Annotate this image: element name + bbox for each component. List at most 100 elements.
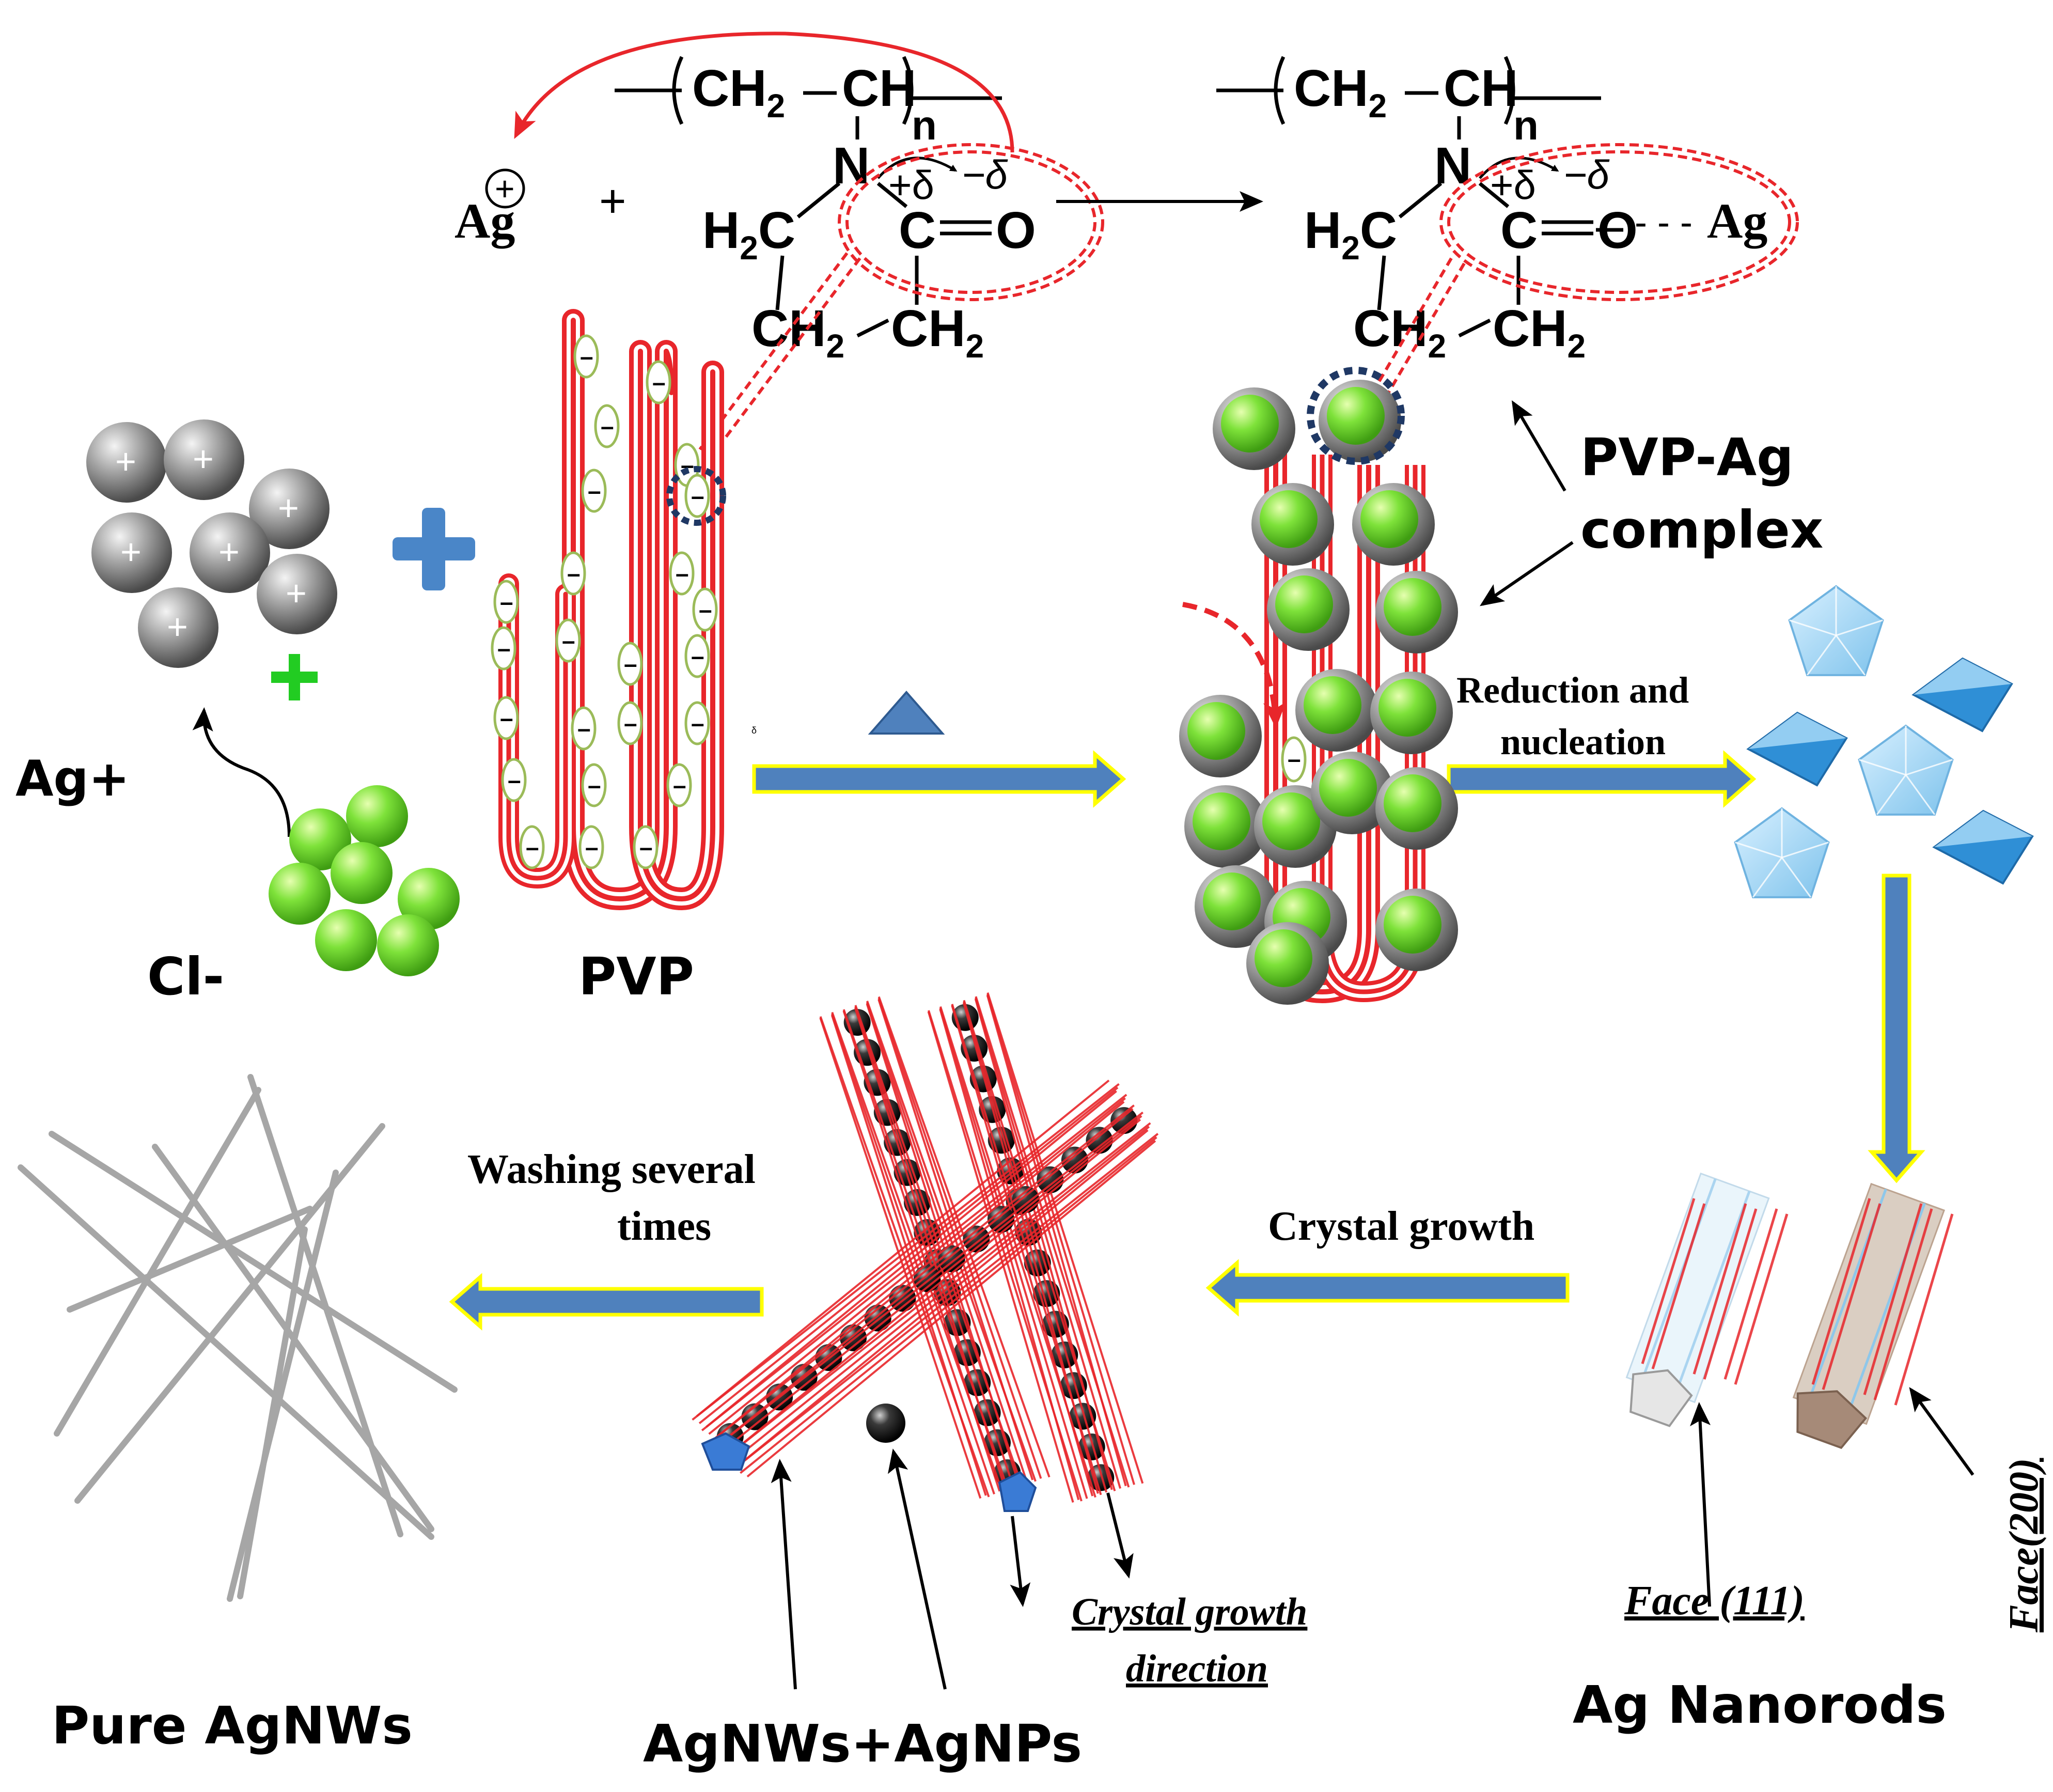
chloride-ion-cluster xyxy=(269,785,460,976)
negative-site: – xyxy=(493,696,519,740)
svg-text:–: – xyxy=(526,834,539,861)
silver-ion: + xyxy=(257,554,337,634)
svg-text:+: + xyxy=(278,488,299,528)
svg-text:H2C: H2C xyxy=(1304,201,1397,267)
ag-cl-complex-particle xyxy=(1267,568,1350,651)
negative-site: – xyxy=(581,469,607,513)
heat-triangle-icon xyxy=(868,690,945,735)
ag-cl-complex-particle xyxy=(1311,752,1393,834)
partial-positive-charge: +δ xyxy=(888,162,934,208)
svg-text:–: – xyxy=(652,369,666,396)
ag-cl-complex-particle xyxy=(1179,695,1262,777)
bound-silver: Ag xyxy=(1707,193,1767,248)
dashed-connector-left xyxy=(698,252,849,450)
decahedral-seeds xyxy=(1734,585,2034,898)
svg-text:+δ: +δ xyxy=(1490,162,1536,208)
svg-text:+: + xyxy=(167,606,188,647)
carbonyl-carbon: C xyxy=(899,201,936,259)
negative-site: – xyxy=(581,763,607,807)
agnws-agnps-illustration xyxy=(692,992,1159,1503)
chloride-ion xyxy=(315,909,377,971)
negative-site: – xyxy=(692,587,718,632)
decahedral-seed-side xyxy=(1932,809,2034,885)
agnws-pointer xyxy=(771,1459,797,1690)
face-111-pointer xyxy=(1690,1402,1711,1607)
ag-cl-complex-particle xyxy=(1375,767,1458,850)
svg-text:–: – xyxy=(567,560,581,587)
negative-site: – xyxy=(560,551,586,596)
pvp-label: PVP xyxy=(578,946,694,1007)
svg-text:–: – xyxy=(562,627,575,654)
svg-text:–: – xyxy=(500,705,513,731)
green-plus-icon xyxy=(271,654,318,700)
pvp-ag-pointer-upper xyxy=(1511,400,1566,492)
svg-text:–: – xyxy=(681,451,694,478)
negative-site: – xyxy=(578,825,604,869)
svg-text:–: – xyxy=(577,715,591,742)
svg-text:–: – xyxy=(1288,745,1301,772)
chloride-arrow xyxy=(192,707,291,837)
red-coordination-arrow xyxy=(514,32,1014,153)
svg-text:–: – xyxy=(601,413,614,440)
negative-site: – xyxy=(594,404,620,448)
svg-text:–: – xyxy=(691,643,704,669)
negative-site: – xyxy=(669,551,695,596)
ag-cl-complex-particle xyxy=(1319,380,1401,462)
negative-site: – xyxy=(684,701,710,745)
pvp-ag-complex-structure: CH2 CH n N H2C C O - - - Ag CH2 CH2 +δ −… xyxy=(1216,56,1799,365)
svg-text:CH2: CH2 xyxy=(1353,300,1446,365)
pvp-ag-complex-illustration: – xyxy=(1179,367,1458,1005)
ag-site-highlight xyxy=(1307,367,1405,465)
svg-text:–: – xyxy=(691,710,704,737)
carbonyl-highlight-ellipse xyxy=(838,143,1104,301)
ag-cl-complex-particle xyxy=(1213,387,1295,470)
negative-site: – xyxy=(491,626,516,671)
chloride-ion xyxy=(269,863,331,925)
face-111-label: Face (111) xyxy=(1624,1578,1805,1624)
washing-label-1: Washing several xyxy=(467,1147,756,1192)
svg-text:–: – xyxy=(624,710,637,737)
pvp-negative-sites: –––––––––––––––––––––––– xyxy=(491,334,718,869)
arrow-crystal-growth xyxy=(1205,1259,1570,1317)
silver-ion-reactant: Ag + + xyxy=(455,168,626,248)
svg-text:–: – xyxy=(639,834,653,861)
ch-group: CH xyxy=(842,59,916,117)
nanowire-seed-right xyxy=(998,1471,1037,1512)
decahedral-seed-side xyxy=(1746,711,1848,787)
svg-text:−δ: −δ xyxy=(1563,152,1610,197)
svg-text:–: – xyxy=(699,596,712,623)
svg-text:–: – xyxy=(673,772,686,799)
negative-site: – xyxy=(617,701,643,745)
ag-cl-complex-particle xyxy=(1246,922,1329,1005)
cl-minus-label: Cl- xyxy=(147,946,224,1007)
reduction-label-1: Reduction and xyxy=(1456,669,1689,711)
pvp-ag-pointer-lower xyxy=(1480,541,1574,606)
negative-site: – xyxy=(684,634,710,678)
pvp-ag-complex-label-1: PVP-Ag xyxy=(1580,427,1794,488)
agnws-agnps-label: AgNWs+AgNPs xyxy=(643,1713,1082,1774)
svg-text:CH: CH xyxy=(1444,59,1518,117)
reduction-label-2: nucleation xyxy=(1500,721,1666,762)
chloride-ion xyxy=(398,868,460,930)
coordination-bond: - - - xyxy=(1635,202,1692,243)
negative-site: – xyxy=(571,706,597,751)
svg-text:+: + xyxy=(286,573,307,613)
arrow-down-nucleation xyxy=(1868,874,1925,1183)
arrow-reduction xyxy=(1447,750,1757,808)
svg-text:n: n xyxy=(1513,102,1539,148)
crystal-growth-direction-label-1: Crystal growth xyxy=(1072,1591,1307,1633)
negative-site: – xyxy=(666,763,692,807)
crystal-growth-label: Crystal growth xyxy=(1268,1204,1534,1249)
svg-text:–: – xyxy=(676,560,689,587)
negative-site: – xyxy=(633,825,659,869)
silver-ion: + xyxy=(190,512,270,593)
growth-dir-pointer-1 xyxy=(1010,1516,1031,1607)
svg-text:CH2: CH2 xyxy=(1493,300,1586,365)
ag-cl-complex-particle xyxy=(1251,483,1334,566)
negative-site: – xyxy=(493,580,519,624)
pvp-monomer-left: CH2 CH n N H2C C O CH2 CH2 +δ −δ xyxy=(615,56,1104,365)
face-200-label: Face(200) xyxy=(2001,1458,2047,1633)
agnp-particle xyxy=(866,1404,905,1443)
negative-site: – xyxy=(555,618,581,663)
